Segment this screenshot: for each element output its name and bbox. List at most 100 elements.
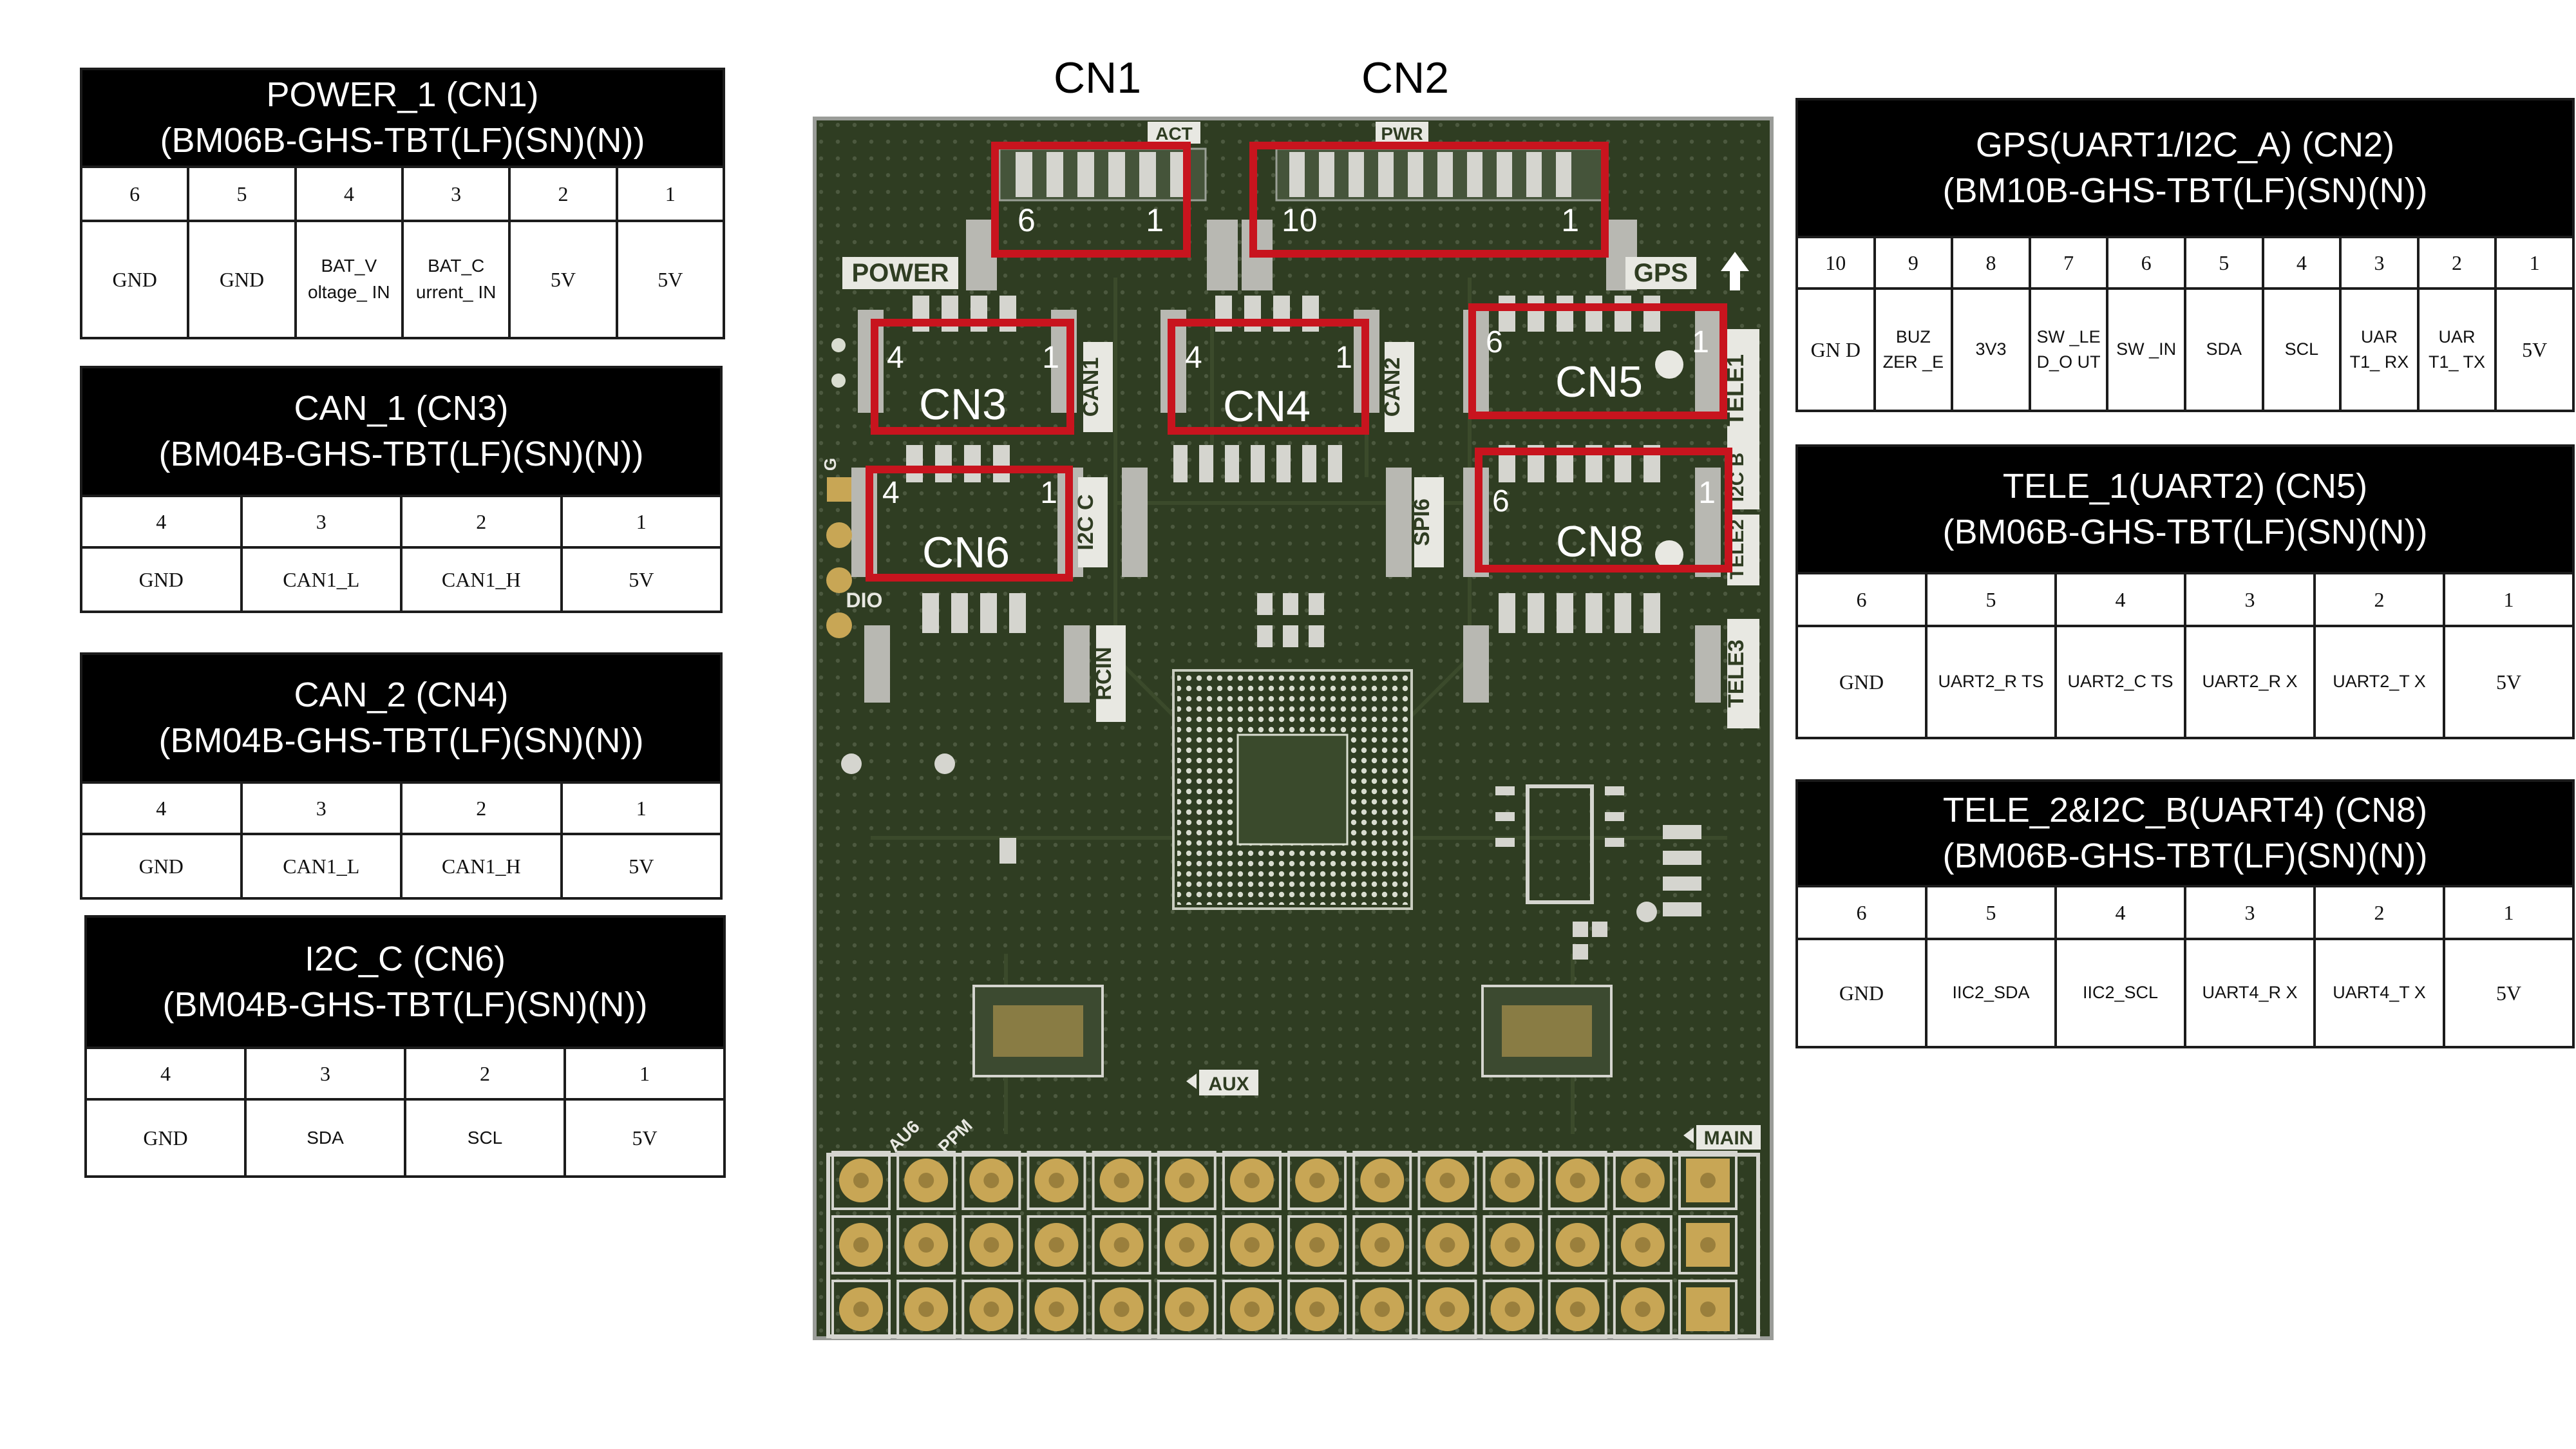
header-pin-frame: [1157, 1280, 1217, 1339]
signal-cell: 5V: [2494, 290, 2572, 410]
header-pin-hole: [853, 1237, 869, 1253]
silk-main: MAIN: [1704, 1128, 1754, 1149]
signal-cell: UART2_R TS: [1925, 627, 2054, 737]
signal-cell: UART4_R X: [2184, 940, 2313, 1046]
pin-number-cell: 3: [2339, 238, 2417, 287]
pcb-board: ACT PWR POWER GPS CAN1 CAN2 TELE1 I2C C: [813, 117, 1774, 1340]
header-pin-frame: [1222, 1151, 1282, 1210]
signal-row: GND CAN1_L CAN1_H 5V: [82, 833, 720, 897]
table-part-number: (BM10B-GHS-TBT(LF)(SN)(N)): [1942, 171, 2428, 210]
pin-number-row: 4 3 2 1: [87, 1046, 723, 1098]
header-pin-hole: [1179, 1302, 1195, 1317]
header-pin-frame: [1287, 1215, 1347, 1274]
pin-number-cell: 10: [1825, 251, 1846, 274]
header-pin-hole: [1374, 1237, 1390, 1253]
header-pin-frame: [1222, 1215, 1282, 1274]
callout-box: [1468, 303, 1727, 419]
silk-power: POWER: [851, 259, 949, 287]
header-pin-frame: [1678, 1151, 1738, 1210]
header-pin-frame: [1678, 1215, 1738, 1274]
callout-box: [1475, 448, 1732, 573]
edge-pads-left: [826, 338, 852, 638]
triangle-main-icon: [1683, 1128, 1694, 1143]
silk-g: G: [820, 458, 840, 471]
silk-act-box: [1148, 122, 1200, 144]
header-pin-frame: [1287, 1280, 1347, 1339]
pin-number-cell: 5: [2183, 238, 2262, 287]
signal-cell: SCL: [2261, 290, 2340, 410]
header-pin-frame: [1352, 1151, 1412, 1210]
pin-number-cell: 2: [508, 168, 615, 220]
header-pin-frame: [1417, 1215, 1477, 1274]
header-pin-hole: [1048, 1302, 1065, 1317]
pin-number-cell: 1: [615, 168, 723, 220]
callout-label: CN4: [1223, 382, 1311, 431]
pin-right-number: 1: [1146, 202, 1164, 238]
pin-right-number: 1: [1561, 202, 1579, 238]
pin-number-cell: 5: [1925, 574, 2054, 625]
table-can2: CAN_2 (CN4) (BM04B-GHS-TBT(LF)(SN)(N)) 4…: [80, 652, 723, 900]
pin-number-cell: 3: [2184, 887, 2313, 938]
pin-number-cell: 8: [1951, 238, 2029, 287]
signal-cell: GND: [1839, 981, 1884, 1005]
pin-number-cell: 1: [564, 1049, 723, 1098]
header-pin-hole: [918, 1173, 934, 1188]
table-title: CAN_1 (CN3): [294, 388, 509, 428]
signal-cell: 5V: [560, 835, 721, 897]
header-pin-frame: [831, 1215, 891, 1274]
header-pin-hole: [1113, 1237, 1130, 1253]
header-pin-hole: [1309, 1173, 1325, 1188]
table-title: GPS(UART1/I2C_A) (CN2): [1975, 125, 2395, 164]
table-part-number: (BM04B-GHS-TBT(LF)(SN)(N)): [158, 721, 644, 760]
pin-number-cell: 6: [1856, 587, 1867, 611]
header-pin-frame: [1482, 1280, 1542, 1339]
signal-cell: 5V: [508, 222, 615, 337]
callout-cn5: 6 1 CN5: [1468, 303, 1727, 419]
silk-gps: GPS: [1634, 259, 1688, 287]
silk-gps-box: [1625, 257, 1696, 289]
signal-cell: SDA: [244, 1101, 404, 1175]
signal-cell: GND: [138, 855, 184, 878]
header-pin-hole: [1700, 1173, 1716, 1188]
signal-cell: UAR T1_ TX: [2416, 290, 2495, 410]
pin-number-cell: 6: [1856, 900, 1867, 924]
pin-right-number: 1: [1698, 476, 1716, 510]
signal-cell: SDA: [2183, 290, 2262, 410]
pin-number-cell: 3: [240, 784, 401, 833]
signal-row: GN D BUZ ZER _E 3V3 SW _LE D_O UT SW _IN…: [1798, 287, 2572, 410]
silk-pwr-box: [1376, 122, 1428, 144]
table-title: I2C_C (CN6): [304, 939, 506, 978]
table-title: CAN_2 (CN4): [294, 675, 509, 714]
pin-left-number: 6: [1486, 325, 1503, 359]
triangle-aux-icon: [1186, 1074, 1197, 1089]
arrow-up-icon: [1721, 252, 1749, 290]
pin-number-cell: 2: [400, 497, 560, 546]
header-pin-hole: [853, 1302, 869, 1317]
header-pin-frame: [1352, 1215, 1412, 1274]
pin-number-cell: 5: [1925, 887, 2054, 938]
pin-left-number: 6: [1492, 484, 1510, 518]
signal-cell: BAT_C urrent_ IN: [401, 222, 508, 337]
processor-chip: [1172, 669, 1413, 910]
callout-cn2: 10 1: [1249, 142, 1609, 258]
connector-tele3-part: [1463, 593, 1759, 728]
table-title: TELE_2&I2C_B(UART4) (CN8): [1942, 790, 2428, 829]
header-pin-frame: [1417, 1280, 1477, 1339]
header-pin-hole: [1309, 1302, 1325, 1317]
signal-cell: SCL: [404, 1101, 564, 1175]
signal-cell: UART2_R X: [2184, 627, 2313, 737]
silk-dio: DIO: [846, 589, 883, 612]
header-pin-hole: [983, 1302, 999, 1317]
header-pin-hole: [1439, 1302, 1455, 1317]
pin-number-cell: 5: [187, 168, 294, 220]
pin-right-number: 1: [1335, 341, 1352, 375]
callout-cn6: 4 1 CN6: [866, 466, 1073, 582]
silk-can2: CAN2: [1380, 357, 1405, 417]
header-pin-frame: [961, 1215, 1021, 1274]
header-pin-hole: [1634, 1173, 1651, 1188]
header-pin-hole: [918, 1237, 934, 1253]
silk-main-box: [1696, 1125, 1761, 1150]
header-pin-frame: [1157, 1151, 1217, 1210]
callout-box: [1168, 319, 1369, 435]
header-pin-frame: [896, 1151, 956, 1210]
